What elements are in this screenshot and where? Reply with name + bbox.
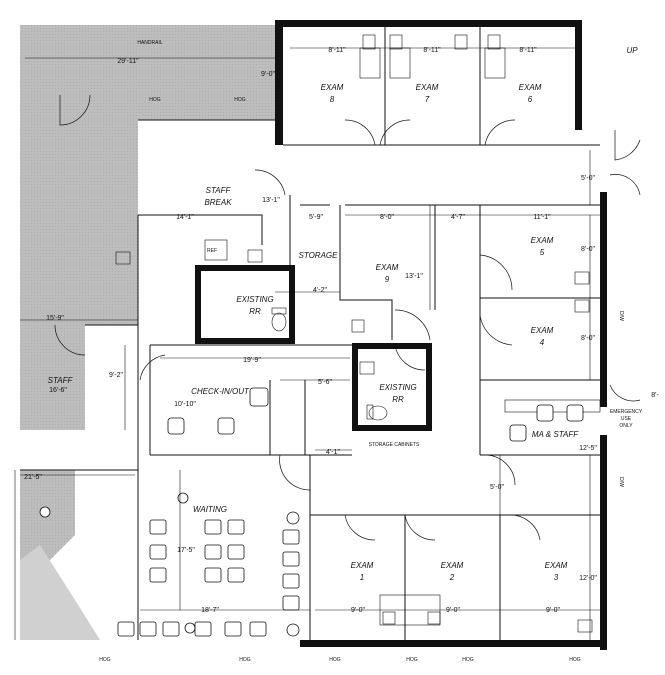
label-up: UP <box>626 46 638 55</box>
dim-12-5: 12'-5" <box>579 445 597 452</box>
dim-8-0-b: 8'-0" <box>581 246 595 253</box>
dim-5-0-a: 5'-0" <box>581 175 595 182</box>
tag-dw-2: D/W <box>618 477 624 487</box>
label-staff-break-2: BREAK <box>204 198 232 207</box>
label-exam-4: EXAM <box>531 326 554 335</box>
label-handrail: HANDRAIL <box>137 40 163 46</box>
tag-1: HOG <box>149 97 161 103</box>
label-exam-7: EXAM <box>416 83 439 92</box>
dim-15-9: 15'-9" <box>46 315 64 322</box>
dim-9-0-a: 9'-0" <box>351 607 365 614</box>
dim-4-2: 4'-2" <box>313 287 327 294</box>
waiting-chairs <box>39 492 300 637</box>
label-exam-3-num: 3 <box>554 573 559 582</box>
dim-5-6: 5'-6" <box>318 379 332 386</box>
dim-29-11: 29'-11" <box>117 58 139 65</box>
dim-8-11-a: 8'-11" <box>328 47 346 54</box>
walls <box>195 20 607 650</box>
label-staff-break: STAFF <box>206 186 232 195</box>
dim-8-0-c: 8'-0" <box>581 335 595 342</box>
label-staff: STAFF <box>48 376 74 385</box>
label-existing-rr-left: EXISTING <box>236 295 273 304</box>
dim-4-1: 4'-1" <box>326 449 340 456</box>
dim-14-1: 14'-1" <box>176 214 194 221</box>
tag-4: HOG <box>239 657 251 663</box>
label-exam-7-num: 7 <box>425 95 430 104</box>
label-existing-rr-left-2: RR <box>249 307 261 316</box>
label-exam-8-num: 8 <box>330 95 335 104</box>
label-exam-2-num: 2 <box>449 573 455 582</box>
dim-12-0: 12'-0" <box>579 575 597 582</box>
existing-area <box>20 25 275 640</box>
label-storage-cabinets: STORAGE CABINETS <box>369 442 420 448</box>
tag-dw-1: D/W <box>618 311 624 321</box>
label-exam-1-num: 1 <box>360 573 364 582</box>
label-exam-9-num: 9 <box>385 275 390 284</box>
dim-13-1-a: 13'-1" <box>262 197 280 204</box>
tag-3: HOG <box>99 657 111 663</box>
tag-6: HOG <box>406 657 418 663</box>
dim-5-0-b: 5'-0" <box>490 484 504 491</box>
label-exam-9: EXAM <box>376 263 399 272</box>
tag-8: HOG <box>569 657 581 663</box>
dim-17-5: 17'-5" <box>177 547 195 554</box>
label-exam-8: EXAM <box>321 83 344 92</box>
label-ref: REF <box>207 248 217 254</box>
dim-13-1-b: 13'-1" <box>405 273 423 280</box>
tag-2: HOG <box>234 97 246 103</box>
dim-8-11-c: 8'-11" <box>519 47 537 54</box>
dim-9-0-c: 9'-0" <box>546 607 560 614</box>
dim-21-5: 21'-5" <box>24 474 42 481</box>
dimension-labels: 29'-11" 9'-0" 8'-11" 8'-11" 8'-11" 5'-0"… <box>24 47 659 614</box>
label-waiting: WAITING <box>193 505 227 514</box>
label-exam-5: EXAM <box>531 236 554 245</box>
label-ma-staff: MA & STAFF <box>532 430 579 439</box>
label-exam-4-num: 4 <box>540 338 545 347</box>
dim-8-11-b: 8'-11" <box>423 47 441 54</box>
label-emergency: EMERGENCY <box>610 409 643 415</box>
dim-18-7: 18'-7" <box>201 607 219 614</box>
room-labels: HANDRAIL UP EXAM 8 EXAM 7 EXAM 6 EXAM 5 … <box>48 40 643 663</box>
tag-5: HOG <box>329 657 341 663</box>
dim-19-9: 19'-9" <box>243 357 261 364</box>
staff-chairs <box>167 387 584 442</box>
dim-16-6: 16'-6" <box>49 387 67 394</box>
label-exam-6: EXAM <box>519 83 542 92</box>
doors <box>54 94 641 541</box>
dim-11-1: 11'-1" <box>533 214 551 221</box>
label-exam-6-num: 6 <box>528 95 533 104</box>
label-emergency-3: ONLY <box>619 423 633 429</box>
dim-9-0-b: 9'-0" <box>446 607 460 614</box>
label-exam-5-num: 5 <box>540 248 545 257</box>
label-existing-rr-right-2: RR <box>392 395 404 404</box>
label-exam-2: EXAM <box>441 561 464 570</box>
label-storage: STORAGE <box>299 251 339 260</box>
dim-9-0-top: 9'-0" <box>261 71 275 78</box>
dim-10-10: 10'-10" <box>174 401 196 408</box>
dim-4-7: 4'-7" <box>451 214 465 221</box>
dim-9-2: 9'-2" <box>109 372 123 379</box>
dim-8-0-a: 8'-0" <box>380 214 394 221</box>
label-existing-rr-right: EXISTING <box>379 383 416 392</box>
dim-5-9: 5'-9" <box>309 214 323 221</box>
label-exam-3: EXAM <box>545 561 568 570</box>
label-exam-1: EXAM <box>351 561 374 570</box>
label-emergency-2: USE <box>621 416 632 422</box>
tag-7: HOG <box>462 657 474 663</box>
fixtures <box>115 34 601 633</box>
label-check-in-out: CHECK-IN/OUT <box>191 387 250 396</box>
dim-8-edge: 8'- <box>651 392 659 399</box>
dimension-lines <box>14 47 600 640</box>
